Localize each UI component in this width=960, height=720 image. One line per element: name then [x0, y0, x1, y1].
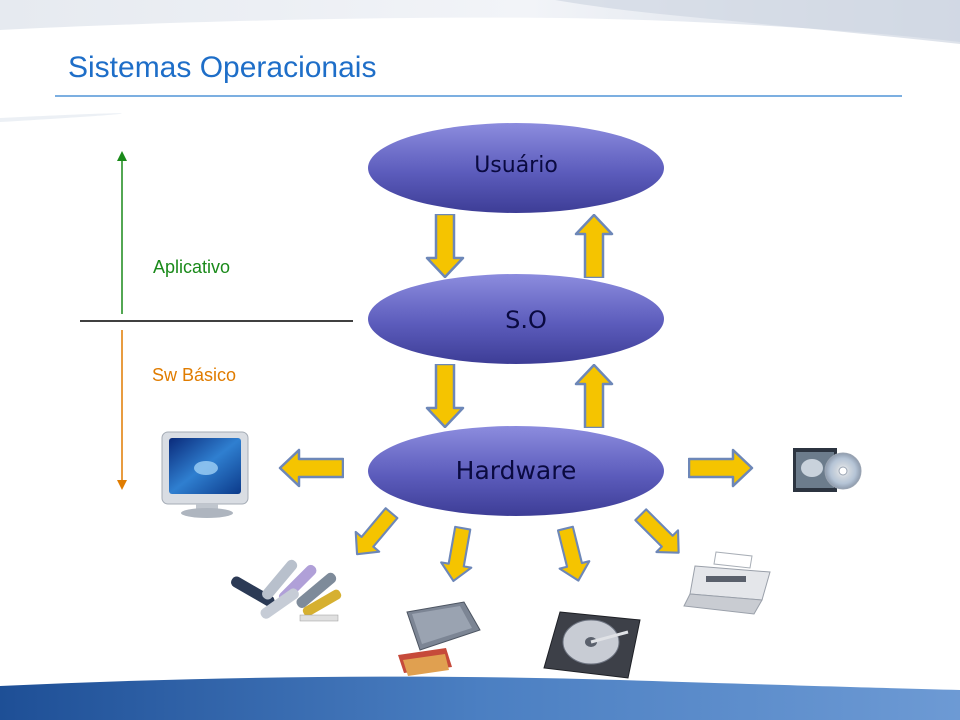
hardware-ellipse: [368, 426, 664, 516]
page-title: Sistemas Operacionais: [68, 51, 377, 84]
arrow-hardware-to-cd: [688, 448, 754, 488]
footer-band: [0, 676, 960, 720]
arrow-hardware-to-so: [574, 364, 614, 428]
printer-icon: [683, 551, 771, 615]
layer-axis: [80, 151, 353, 490]
so-ellipse: [368, 274, 664, 364]
arrow-hardware-to-usb: [344, 502, 405, 566]
arrow-hardware-to-printer: [628, 502, 691, 565]
arrow-hardware-to-harddisk: [549, 523, 595, 586]
usuario-ellipse: [368, 123, 664, 213]
aplicativo-axis-arrowhead: [117, 151, 127, 161]
header-band: [0, 0, 960, 122]
scanner-icon: [398, 601, 481, 676]
aplicativo-label: Aplicativo: [153, 257, 231, 277]
usb-drives-icon: [231, 559, 342, 622]
hardware-label: Hardware: [455, 456, 577, 485]
monitor-icon: [161, 431, 249, 518]
sw-basico-axis-arrowhead: [117, 480, 127, 490]
sw-basico-label: Sw Básico: [152, 365, 237, 385]
arrow-hardware-to-scanner: [437, 524, 479, 585]
usuario-label: Usuário: [474, 153, 558, 178]
arrow-hardware-to-monitor: [278, 448, 344, 488]
arrow-so-to-hardware: [425, 364, 465, 428]
arrow-usuario-to-so: [425, 214, 465, 278]
arrow-so-to-usuario: [574, 214, 614, 278]
cd-media-icon: [793, 448, 862, 492]
hard-disk-icon: [543, 611, 641, 679]
so-label: S.O: [505, 306, 547, 334]
